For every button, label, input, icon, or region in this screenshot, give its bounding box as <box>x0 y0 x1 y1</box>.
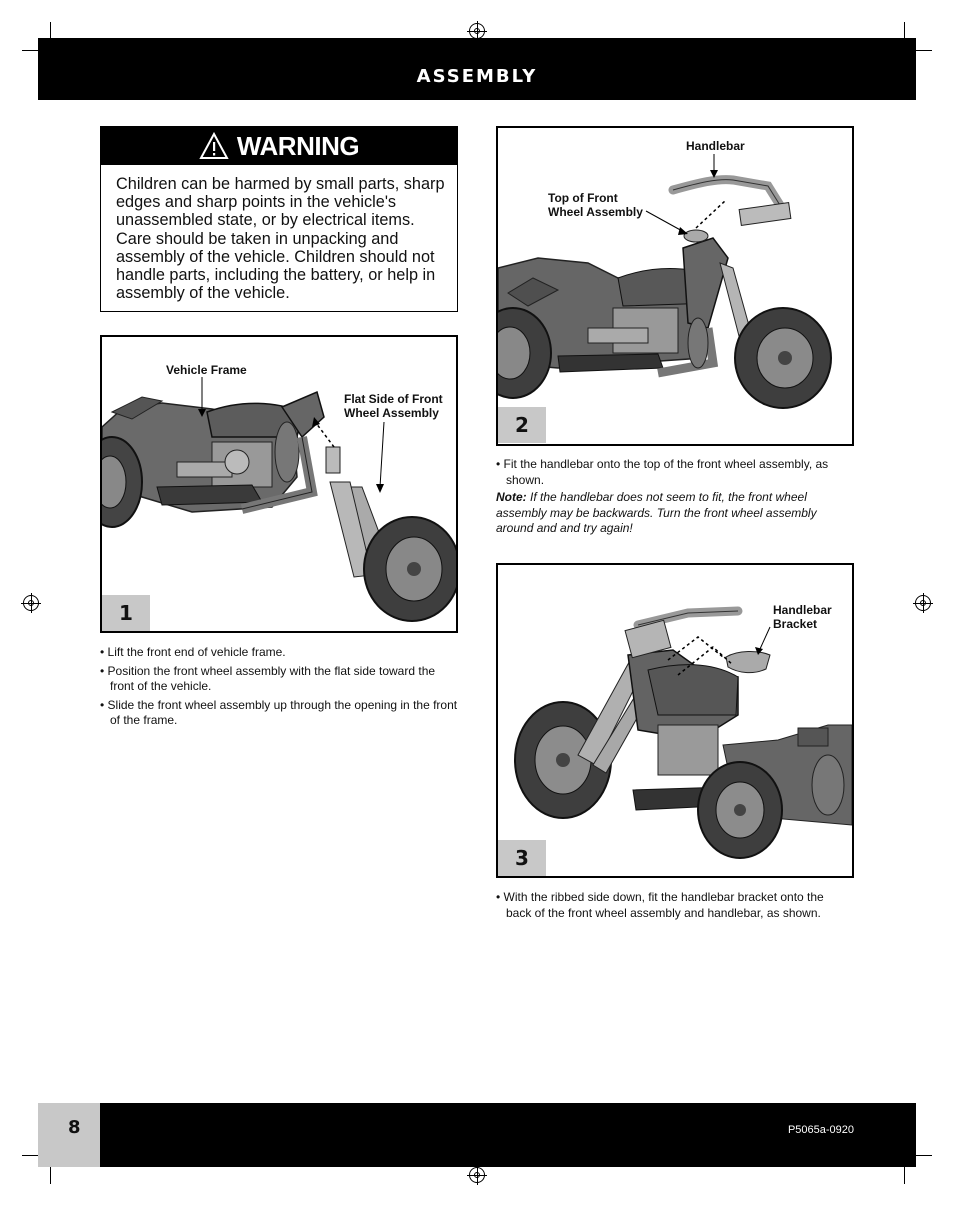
instruction-item: • With the ribbed side down, fit the han… <box>496 890 824 920</box>
warning-box: WARNING Children can be harmed by small … <box>100 126 458 312</box>
page-title: ASSEMBLY <box>416 66 538 87</box>
callout-handlebar: Handlebar <box>686 139 745 153</box>
callout-vehicle-frame: Vehicle Frame <box>166 363 247 377</box>
step-number: 3 <box>498 840 546 876</box>
crop-mark <box>904 22 905 46</box>
step-3-illustration: Handlebar Bracket 3 <box>496 563 854 878</box>
trike-frame-drawing <box>102 377 456 622</box>
step-number: 2 <box>498 407 546 443</box>
warning-title: WARNING <box>236 130 360 161</box>
crop-mark <box>22 50 46 51</box>
crop-mark <box>904 1160 905 1184</box>
callout-line: Wheel Assembly <box>548 205 643 219</box>
footer-bar <box>38 1103 916 1167</box>
callout-line: Bracket <box>773 617 818 631</box>
bracket-fit-drawing <box>514 606 852 859</box>
crop-mark <box>908 1155 932 1156</box>
crop-mark <box>908 50 932 51</box>
instruction-item: • Slide the front wheel assembly up thro… <box>100 697 458 728</box>
warning-triangle-icon <box>199 132 229 159</box>
step-2-instructions: • Fit the handlebar onto the top of the … <box>496 457 841 537</box>
registration-mark <box>467 1165 487 1185</box>
instruction-item: • Position the front wheel assembly with… <box>100 663 436 694</box>
warning-text: Children can be harmed by small parts, s… <box>116 175 445 303</box>
note-label: Note: <box>496 490 527 504</box>
callout-line: Flat Side of Front <box>344 392 443 406</box>
callout-top-front-wheel: Top of Front Wheel Assembly <box>548 191 643 219</box>
crop-mark <box>50 22 51 46</box>
header-bar: ASSEMBLY <box>38 38 916 100</box>
handlebar-fit-drawing <box>498 154 832 409</box>
note-text: If the handlebar does not seem to fit, t… <box>496 490 817 535</box>
step-3-instructions: • With the ribbed side down, fit the han… <box>496 890 846 924</box>
step-1-illustration: Vehicle Frame Flat Side of Front Wheel A… <box>100 335 458 633</box>
crop-mark <box>22 1155 46 1156</box>
page-number: 8 <box>38 1103 100 1167</box>
callout-line: Top of Front <box>548 191 618 205</box>
callout-line: Handlebar <box>773 603 832 617</box>
callout-flat-side: Flat Side of Front Wheel Assembly <box>344 392 443 420</box>
note-paragraph: Note: If the handlebar does not seem to … <box>496 490 841 537</box>
instruction-item: • Lift the front end of vehicle frame. <box>100 645 286 659</box>
step-number: 1 <box>102 595 150 631</box>
callout-line: Wheel Assembly <box>344 406 439 420</box>
step-2-illustration: Handlebar Top of Front Wheel Assembly 2 <box>496 126 854 446</box>
step-1-instructions: • Lift the front end of vehicle frame. •… <box>100 645 458 732</box>
warning-header: WARNING <box>101 127 457 165</box>
registration-mark <box>913 593 933 613</box>
instruction-item: • Fit the handlebar onto the top of the … <box>496 457 829 487</box>
document-code: P5065a-0920 <box>787 1124 854 1136</box>
crop-mark <box>50 1160 51 1184</box>
registration-mark <box>21 593 41 613</box>
registration-mark <box>467 21 487 41</box>
callout-handlebar-bracket: Handlebar Bracket <box>773 603 832 631</box>
